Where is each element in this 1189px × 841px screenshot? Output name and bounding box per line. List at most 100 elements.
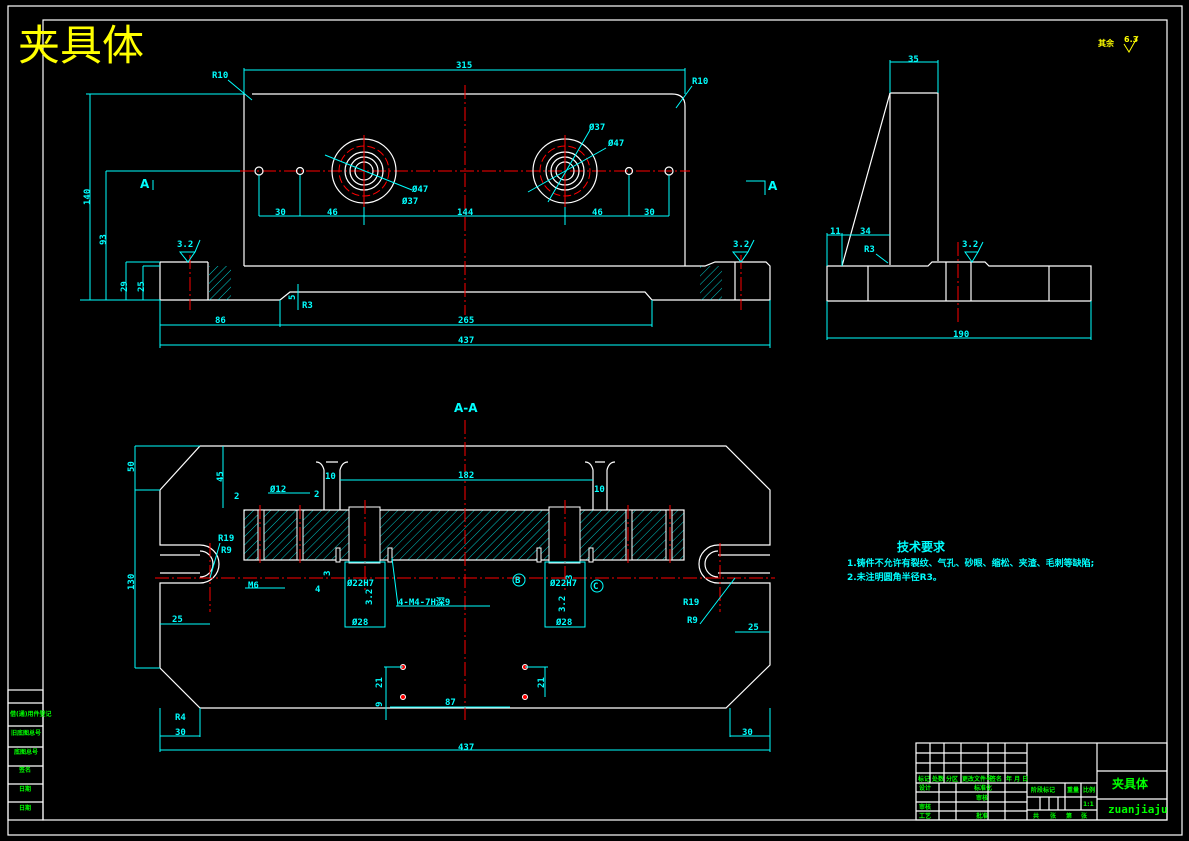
svg-text:标准化: 标准化 — [973, 784, 992, 792]
svg-text:46: 46 — [327, 208, 338, 218]
drawing-title: 夹具体 — [18, 21, 144, 70]
svg-text:张: 张 — [1081, 812, 1088, 820]
svg-text:批准: 批准 — [976, 812, 988, 820]
svg-text:3.2: 3.2 — [177, 240, 193, 250]
svg-text:C: C — [593, 582, 598, 592]
svg-text:第: 第 — [1065, 812, 1072, 820]
svg-text:2: 2 — [314, 490, 319, 500]
svg-text:工艺: 工艺 — [919, 812, 931, 820]
svg-text:A: A — [140, 177, 150, 191]
tech-requirements: 技术要求 1.铸件不允许有裂纹、气孔、砂眼、缩松、夹渣、毛刺等缺陷; 2.未注明… — [847, 539, 1094, 583]
svg-text:共: 共 — [1033, 812, 1039, 820]
svg-text:Ø37: Ø37 — [588, 122, 605, 133]
svg-text:21: 21 — [375, 677, 385, 688]
side-view: 35 11 34 R3 190 3.2 — [826, 55, 1092, 340]
svg-text:R4: R4 — [175, 713, 186, 723]
svg-text:审核: 审核 — [919, 803, 931, 811]
roughness-symbol: 3.2 — [731, 239, 755, 263]
svg-text:Ø12: Ø12 — [269, 484, 286, 495]
svg-text:旧底图总号: 旧底图总号 — [11, 729, 41, 737]
svg-text:R10: R10 — [212, 71, 228, 81]
front-view: 315 R10 R10 Ø47 Ø37 Ø37 Ø47 140 93 29 25… — [80, 61, 778, 348]
svg-text:182: 182 — [458, 471, 474, 481]
svg-text:其余: 其余 — [1098, 38, 1115, 48]
svg-text:140: 140 — [83, 189, 93, 205]
svg-text:Ø47: Ø47 — [607, 138, 624, 149]
svg-text:2: 2 — [234, 492, 239, 502]
svg-text:9: 9 — [375, 702, 385, 707]
svg-text:30: 30 — [175, 728, 186, 738]
svg-text:130: 130 — [127, 574, 137, 590]
svg-text:Ø28: Ø28 — [555, 617, 572, 628]
svg-text:R19: R19 — [683, 598, 699, 608]
svg-text:借(通)用件登记: 借(通)用件登记 — [9, 710, 52, 718]
svg-text:Ø37: Ø37 — [401, 196, 418, 207]
svg-text:日期: 日期 — [19, 804, 31, 812]
svg-text:6.3: 6.3 — [1124, 35, 1138, 44]
svg-text:Ø47: Ø47 — [411, 184, 428, 195]
title-block: 标记 处数 分区 更改文件号 签名 年 月 日 设计 审核 工艺 标准化 审核 … — [915, 742, 1168, 821]
svg-text:R9: R9 — [687, 616, 698, 626]
svg-text:夹具体: 夹具体 — [1112, 776, 1149, 791]
svg-text:签名: 签名 — [18, 766, 31, 774]
svg-text:30: 30 — [742, 728, 753, 738]
roughness-symbol: 3.2 — [177, 239, 201, 263]
svg-text:3: 3 — [565, 575, 575, 580]
svg-text:1.铸件不允许有裂纹、气孔、砂眼、缩松、夹渣、毛刺等缺陷;: 1.铸件不允许有裂纹、气孔、砂眼、缩松、夹渣、毛刺等缺陷; — [847, 557, 1094, 569]
svg-text:437: 437 — [458, 336, 474, 346]
svg-text:4: 4 — [315, 585, 321, 595]
left-strip: 借(通)用件登记 旧底图总号 底图总号 签名 日期 日期 — [7, 689, 52, 821]
svg-text:11: 11 — [830, 227, 841, 237]
svg-text:比例: 比例 — [1083, 786, 1095, 794]
svg-text:3.2: 3.2 — [962, 240, 978, 250]
svg-text:设计: 设计 — [919, 784, 931, 792]
svg-text:35: 35 — [908, 55, 919, 65]
svg-text:1:1: 1:1 — [1083, 801, 1094, 808]
svg-text:Ø28: Ø28 — [351, 617, 368, 628]
svg-text:年 月 日: 年 月 日 — [1006, 775, 1028, 783]
svg-text:87: 87 — [445, 698, 456, 708]
svg-text:R10: R10 — [692, 77, 708, 87]
svg-text:A: A — [768, 179, 778, 193]
svg-text:25: 25 — [137, 281, 147, 292]
svg-text:M6: M6 — [248, 581, 259, 591]
svg-text:R9: R9 — [221, 546, 232, 556]
svg-text:标记: 标记 — [917, 775, 930, 783]
svg-text:3.2: 3.2 — [558, 596, 568, 612]
svg-text:5: 5 — [288, 295, 298, 300]
svg-text:25: 25 — [748, 623, 759, 633]
svg-text:技术要求: 技术要求 — [897, 539, 946, 554]
svg-text:3: 3 — [323, 571, 333, 576]
svg-text:R3: R3 — [302, 301, 313, 311]
svg-text:265: 265 — [458, 316, 474, 326]
svg-text:B: B — [515, 576, 521, 586]
svg-text:更改文件号: 更改文件号 — [962, 775, 992, 783]
inner-border — [42, 19, 1168, 821]
svg-text:25: 25 — [172, 615, 183, 625]
svg-text:315: 315 — [456, 61, 472, 71]
svg-text:3.2: 3.2 — [733, 240, 749, 250]
svg-text:zuanjiaju: zuanjiaju — [1108, 803, 1168, 816]
svg-text:分区: 分区 — [946, 775, 958, 783]
svg-text:Ø22H7: Ø22H7 — [346, 578, 374, 589]
svg-text:底图总号: 底图总号 — [14, 748, 38, 756]
roughness-note: 其余 6.3 — [1098, 35, 1139, 53]
svg-text:3.2: 3.2 — [365, 589, 375, 605]
svg-text:190: 190 — [953, 330, 969, 340]
section-view: A-A — [127, 401, 775, 753]
svg-text:30: 30 — [275, 208, 286, 218]
svg-text:50: 50 — [127, 461, 137, 472]
svg-text:R3: R3 — [864, 245, 875, 255]
svg-text:86: 86 — [215, 316, 226, 326]
svg-text:处数: 处数 — [931, 775, 945, 783]
svg-text:437: 437 — [458, 743, 474, 753]
svg-text:10: 10 — [594, 485, 605, 495]
svg-text:日期: 日期 — [19, 785, 31, 793]
svg-text:144: 144 — [457, 208, 474, 218]
svg-text:张: 张 — [1050, 812, 1057, 820]
svg-text:46: 46 — [592, 208, 603, 218]
svg-text:34: 34 — [860, 227, 871, 237]
svg-text:21: 21 — [537, 677, 547, 688]
svg-text:93: 93 — [99, 234, 109, 245]
